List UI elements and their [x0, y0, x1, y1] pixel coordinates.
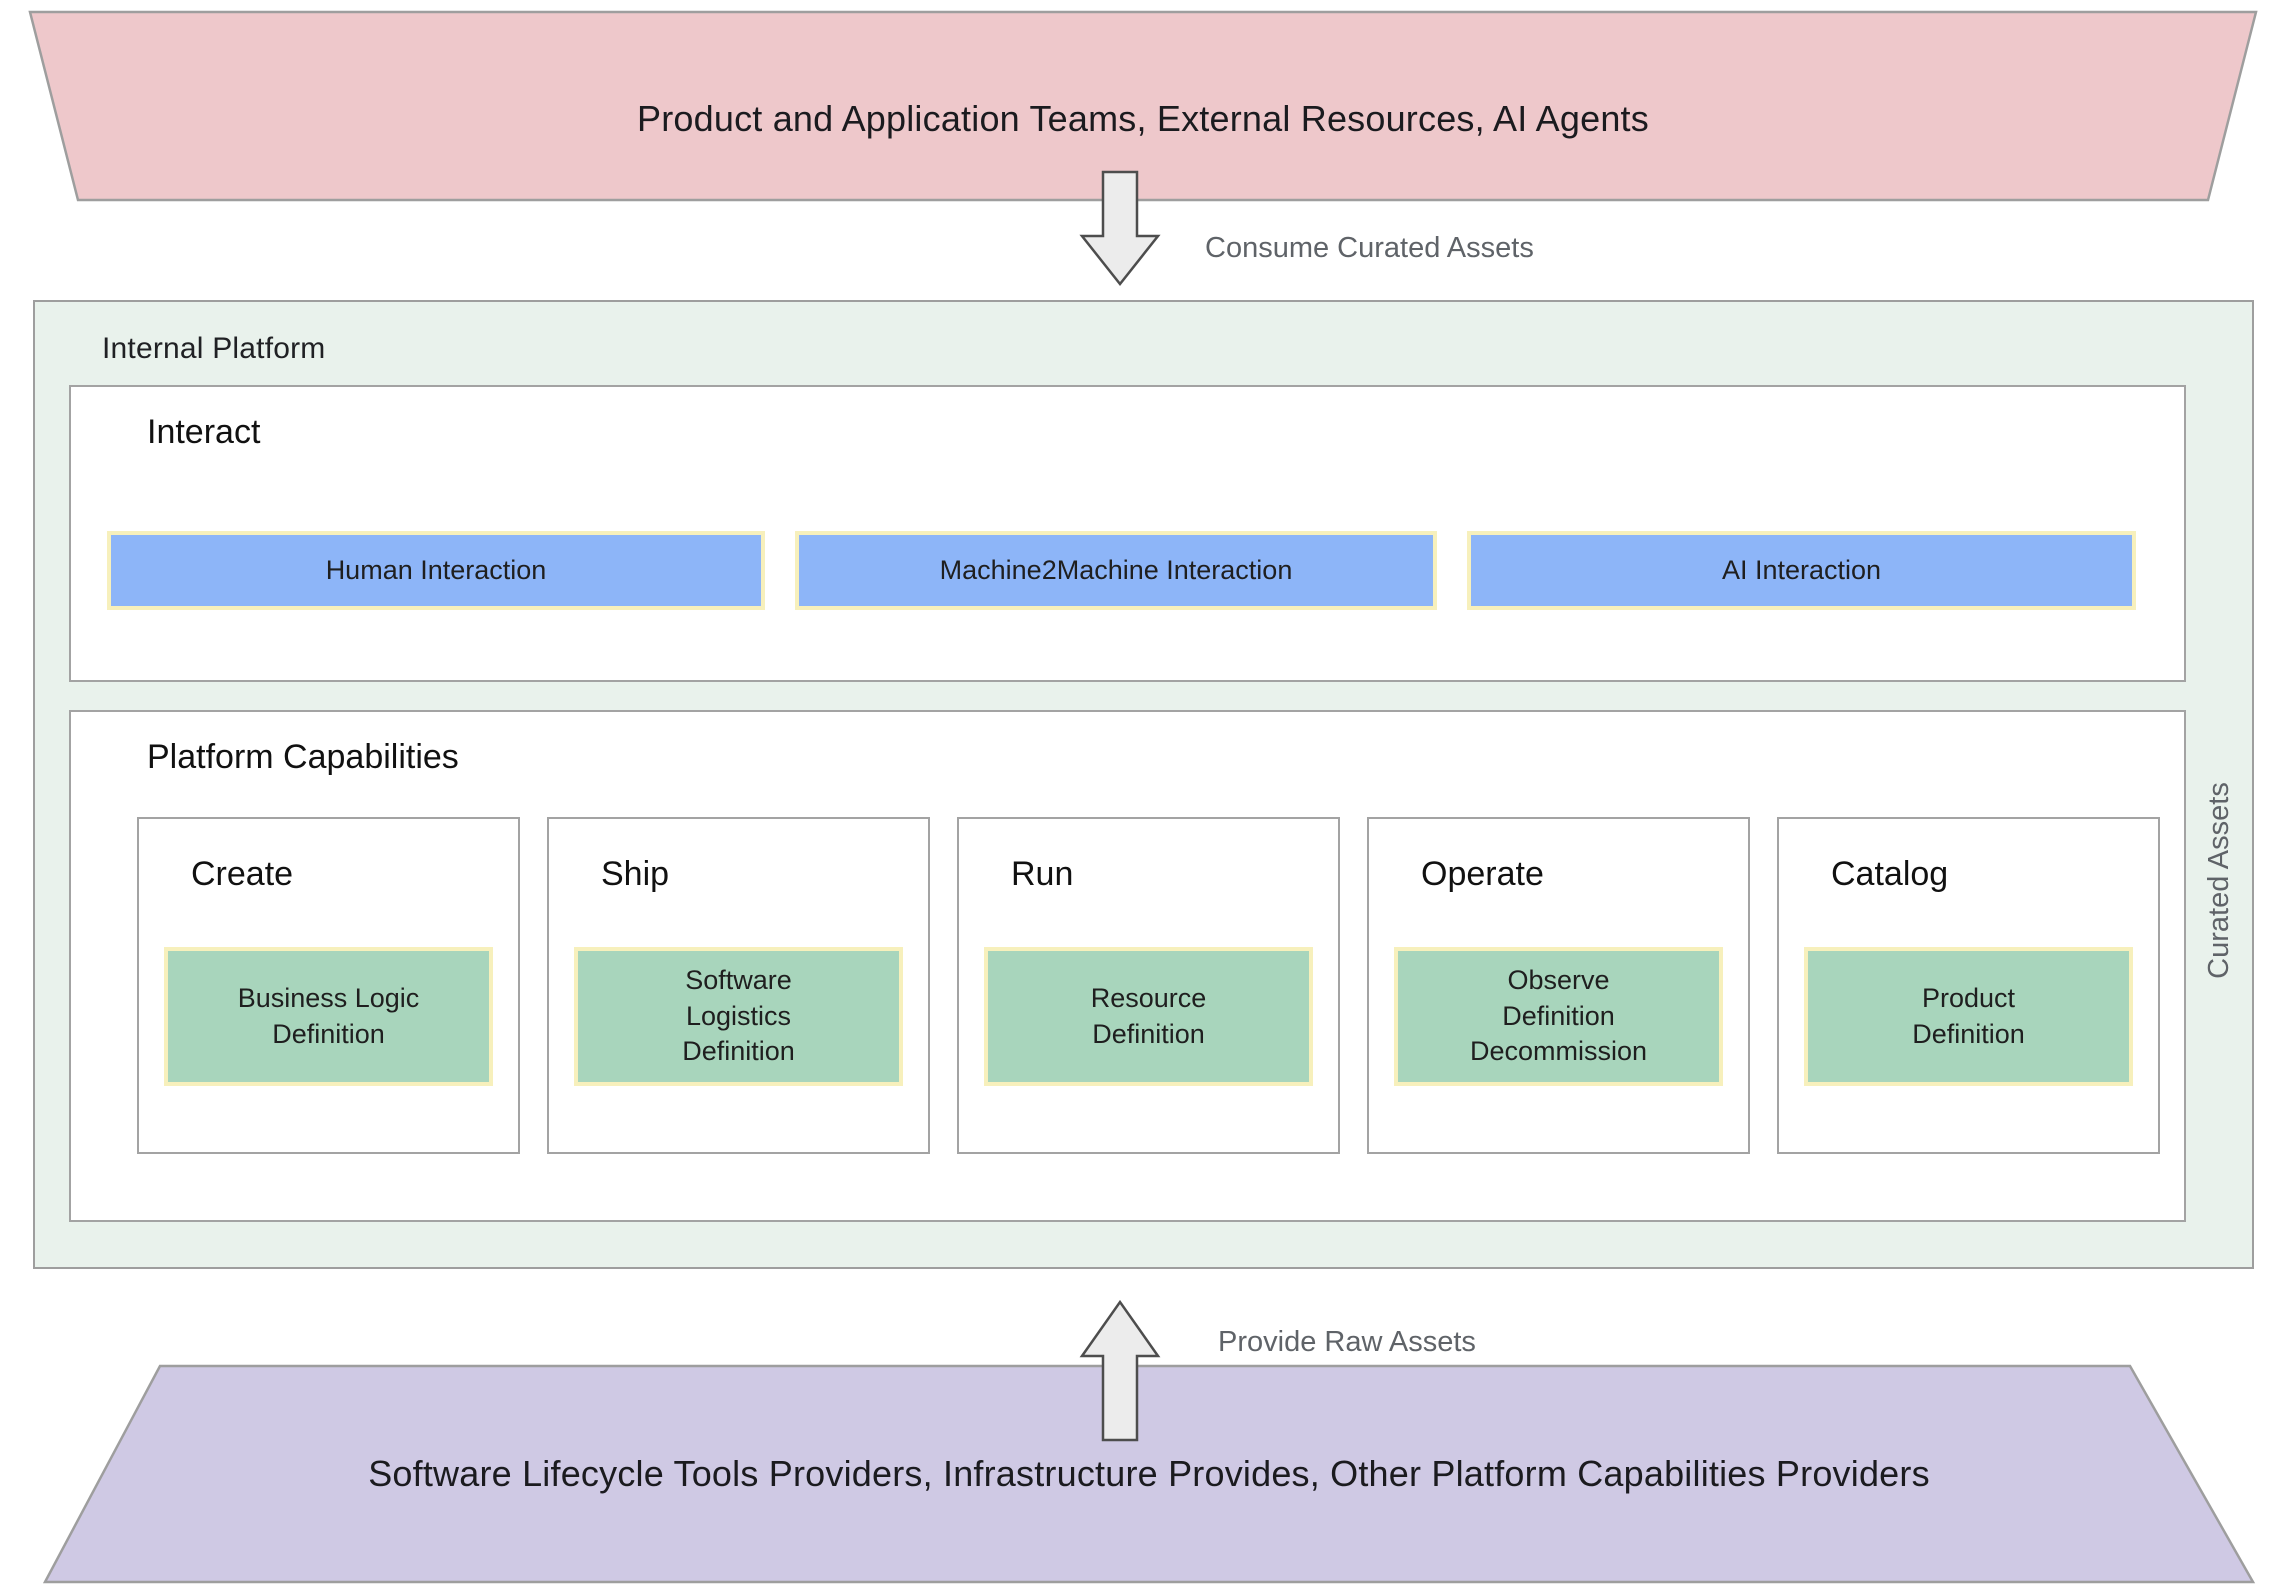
capability-card-operate: Operate Observe Definition Decommission: [1367, 817, 1750, 1154]
ai-interaction-box: AI Interaction: [1467, 531, 2136, 610]
capability-card-catalog: Catalog Product Definition: [1777, 817, 2160, 1154]
provide-flow-label: Provide Raw Assets: [1218, 1326, 1476, 1358]
internal-platform-container: Internal Platform Interact Human Interac…: [33, 300, 2254, 1269]
curated-assets-side-label: Curated Assets: [2186, 700, 2252, 1060]
providers-band-label: Software Lifecycle Tools Providers, Infr…: [368, 1453, 1930, 1494]
interact-panel: Interact Human Interaction Machine2Machi…: [69, 385, 2186, 682]
machine2machine-interaction-box: Machine2Machine Interaction: [795, 531, 1437, 610]
curated-assets-text: Curated Assets: [2202, 781, 2235, 979]
resource-definition-box: Resource Definition: [984, 947, 1313, 1086]
platform-capabilities-title: Platform Capabilities: [147, 738, 459, 776]
capability-card-title: Run: [1011, 855, 1074, 893]
capability-card-title: Ship: [601, 855, 670, 893]
capability-card-title: Catalog: [1831, 855, 1949, 893]
capability-card-ship: Ship Software Logistics Definition: [547, 817, 930, 1154]
providers-trapezoid: [42, 1364, 2256, 1584]
capability-card-create: Create Business Logic Definition: [137, 817, 520, 1154]
up-arrow-icon: [1079, 1299, 1161, 1442]
software-logistics-definition-box: Software Logistics Definition: [574, 947, 903, 1086]
product-definition-box: Product Definition: [1804, 947, 2133, 1086]
interact-title: Interact: [147, 413, 261, 451]
consumers-trapezoid: [28, 10, 2258, 202]
business-logic-definition-box: Business Logic Definition: [164, 947, 493, 1086]
capability-card-title: Create: [191, 855, 294, 893]
internal-platform-title: Internal Platform: [102, 332, 326, 365]
observe-definition-decommission-box: Observe Definition Decommission: [1394, 947, 1723, 1086]
capability-card-title: Operate: [1421, 855, 1544, 893]
human-interaction-box: Human Interaction: [107, 531, 765, 610]
consumers-band-label: Product and Application Teams, External …: [637, 98, 1649, 139]
platform-capabilities-panel: Platform Capabilities Create Business Lo…: [69, 710, 2186, 1222]
capability-card-run: Run Resource Definition: [957, 817, 1340, 1154]
down-arrow-icon: [1079, 170, 1161, 287]
consume-flow-label: Consume Curated Assets: [1205, 232, 1534, 264]
